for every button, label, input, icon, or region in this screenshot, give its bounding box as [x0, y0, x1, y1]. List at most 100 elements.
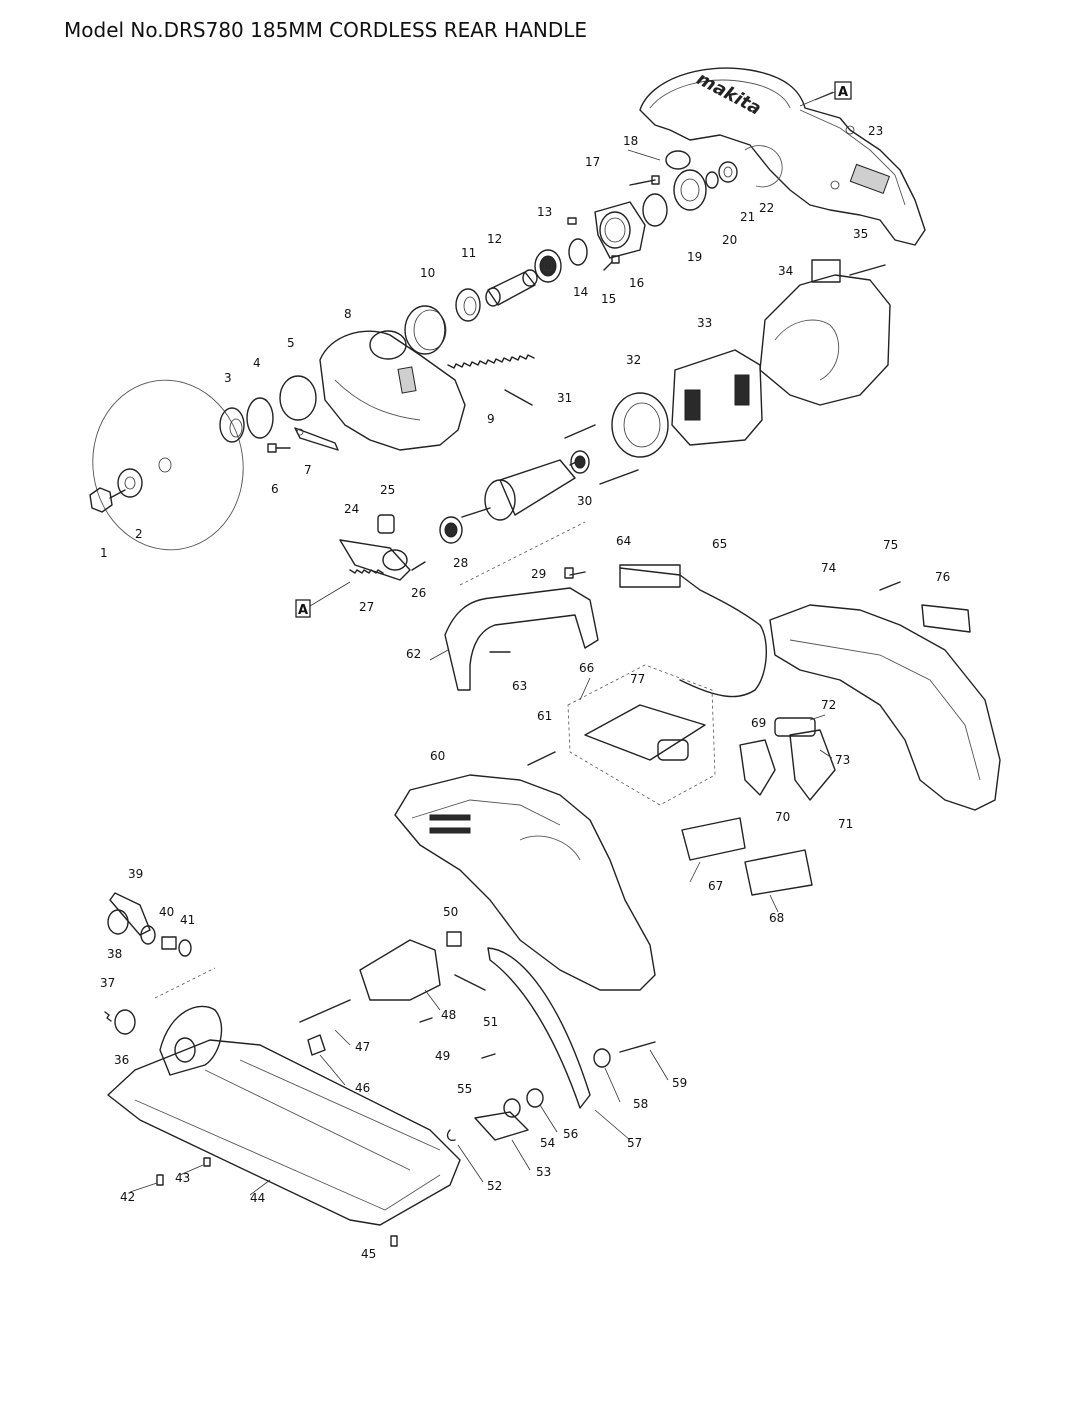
section-marker-a-top: A: [799, 81, 852, 107]
part-label-13: 13: [537, 205, 552, 219]
housing-60: [394, 774, 656, 991]
part-label-15: 15: [601, 292, 616, 306]
part-label-35: 35: [853, 227, 868, 241]
base-plate-44: [107, 1039, 461, 1226]
part-label-47: 47: [355, 1040, 370, 1054]
saw-blade: [92, 379, 244, 551]
part-label-33: 33: [697, 316, 712, 330]
dash-38: [154, 967, 216, 999]
ring-10: [404, 305, 446, 355]
ring-19: [642, 193, 668, 227]
part-label-38: 38: [107, 947, 122, 961]
part-label-4: 4: [253, 356, 261, 370]
screw-30b: [599, 469, 639, 485]
part-label-27: 27: [359, 600, 374, 614]
svg-text:A: A: [838, 85, 848, 100]
bolt-59: [619, 1041, 656, 1053]
part-label-56: 56: [563, 1127, 578, 1141]
lever-39: [109, 892, 151, 936]
part-label-46: 46: [355, 1081, 370, 1095]
part-label-65: 65: [712, 537, 727, 551]
part-label-60: 60: [430, 749, 445, 763]
part-label-61: 61: [537, 709, 552, 723]
screw-31: [564, 424, 596, 439]
armature-29: [461, 459, 581, 521]
part-label-11: 11: [461, 246, 476, 260]
bearing-box-16: [567, 201, 646, 259]
terminal-68: [744, 849, 813, 896]
part-label-48: 48: [441, 1008, 456, 1022]
screw-61: [527, 751, 556, 766]
bracket-48: [359, 939, 441, 1001]
part-label-39: 39: [128, 867, 143, 881]
washer-40: [140, 925, 156, 945]
motor-housing-34: [759, 259, 891, 406]
bearing-28: [439, 516, 463, 544]
handle-62: [444, 587, 599, 691]
blade-bolt: [89, 487, 126, 513]
fan-baffle-32: [611, 392, 669, 458]
page-title: Model No.DRS780 185MM CORDLESS REAR HAND…: [64, 18, 588, 42]
part-label-32: 32: [626, 353, 641, 367]
part-label-16: 16: [629, 276, 644, 290]
part-label-34: 34: [778, 264, 793, 278]
switch-71: [789, 729, 836, 801]
part-label-22: 22: [759, 201, 774, 215]
screw-55: [481, 1053, 496, 1059]
screw-17: [629, 175, 660, 186]
nut-54: [503, 1098, 521, 1118]
ring-5: [279, 375, 317, 421]
screw-26: [411, 561, 426, 571]
part-label-69: 69: [751, 716, 766, 730]
part-label-26: 26: [411, 586, 426, 600]
part-label-67: 67: [708, 879, 723, 893]
washer-41: [178, 939, 192, 957]
part-label-17: 17: [585, 155, 600, 169]
part-label-37: 37: [100, 976, 115, 990]
svg-text:A: A: [298, 603, 308, 618]
screw-49: [419, 1017, 433, 1023]
screw-64: [564, 567, 586, 579]
part-label-30: 30: [577, 494, 592, 508]
washer-22: [718, 161, 738, 183]
ring-21: [705, 171, 719, 189]
part-label-70: 70: [775, 810, 790, 824]
part-label-19: 19: [687, 250, 702, 264]
gear-20: [673, 169, 707, 211]
part-label-72: 72: [821, 698, 836, 712]
bevel-bracket-36: [159, 1005, 223, 1076]
collar-11: [455, 288, 481, 322]
part-label-64: 64: [616, 534, 631, 548]
part-label-20: 20: [722, 233, 737, 247]
lower-blade-guard: [319, 330, 466, 451]
bearing-30: [570, 450, 590, 474]
lever-plate-24: [339, 539, 411, 581]
part-labels: 1 2 3 4 5 6 7 8 9 10 11 12 13 14 15 16 1…: [100, 124, 950, 1261]
upper-blade-guard: makita: [639, 67, 926, 246]
ring-14: [568, 238, 588, 266]
terminal-67: [681, 817, 746, 861]
part-label-25: 25: [380, 483, 395, 497]
clip-52: [446, 1129, 456, 1142]
clip-38: [107, 909, 129, 935]
part-label-76: 76: [935, 570, 950, 584]
outer-flange: [117, 468, 143, 498]
part-label-75: 75: [883, 538, 898, 552]
part-label-66: 66: [579, 661, 594, 675]
part-label-42: 42: [120, 1190, 135, 1204]
part-label-23: 23: [868, 124, 883, 138]
screw-42: [156, 1174, 164, 1186]
part-label-3: 3: [224, 371, 232, 385]
spring-37: [104, 1011, 112, 1022]
part-label-31: 31: [557, 391, 572, 405]
ring-10-inner: [413, 309, 447, 351]
part-label-74: 74: [821, 561, 836, 575]
part-label-28: 28: [453, 556, 468, 570]
part-label-18: 18: [623, 134, 638, 148]
part-label-54: 54: [540, 1136, 555, 1150]
part-label-40: 40: [159, 905, 174, 919]
bearing-13: [534, 249, 562, 283]
part-label-71: 71: [838, 817, 853, 831]
part-label-9: 9: [487, 412, 495, 426]
part-label-29: 29: [531, 567, 546, 581]
